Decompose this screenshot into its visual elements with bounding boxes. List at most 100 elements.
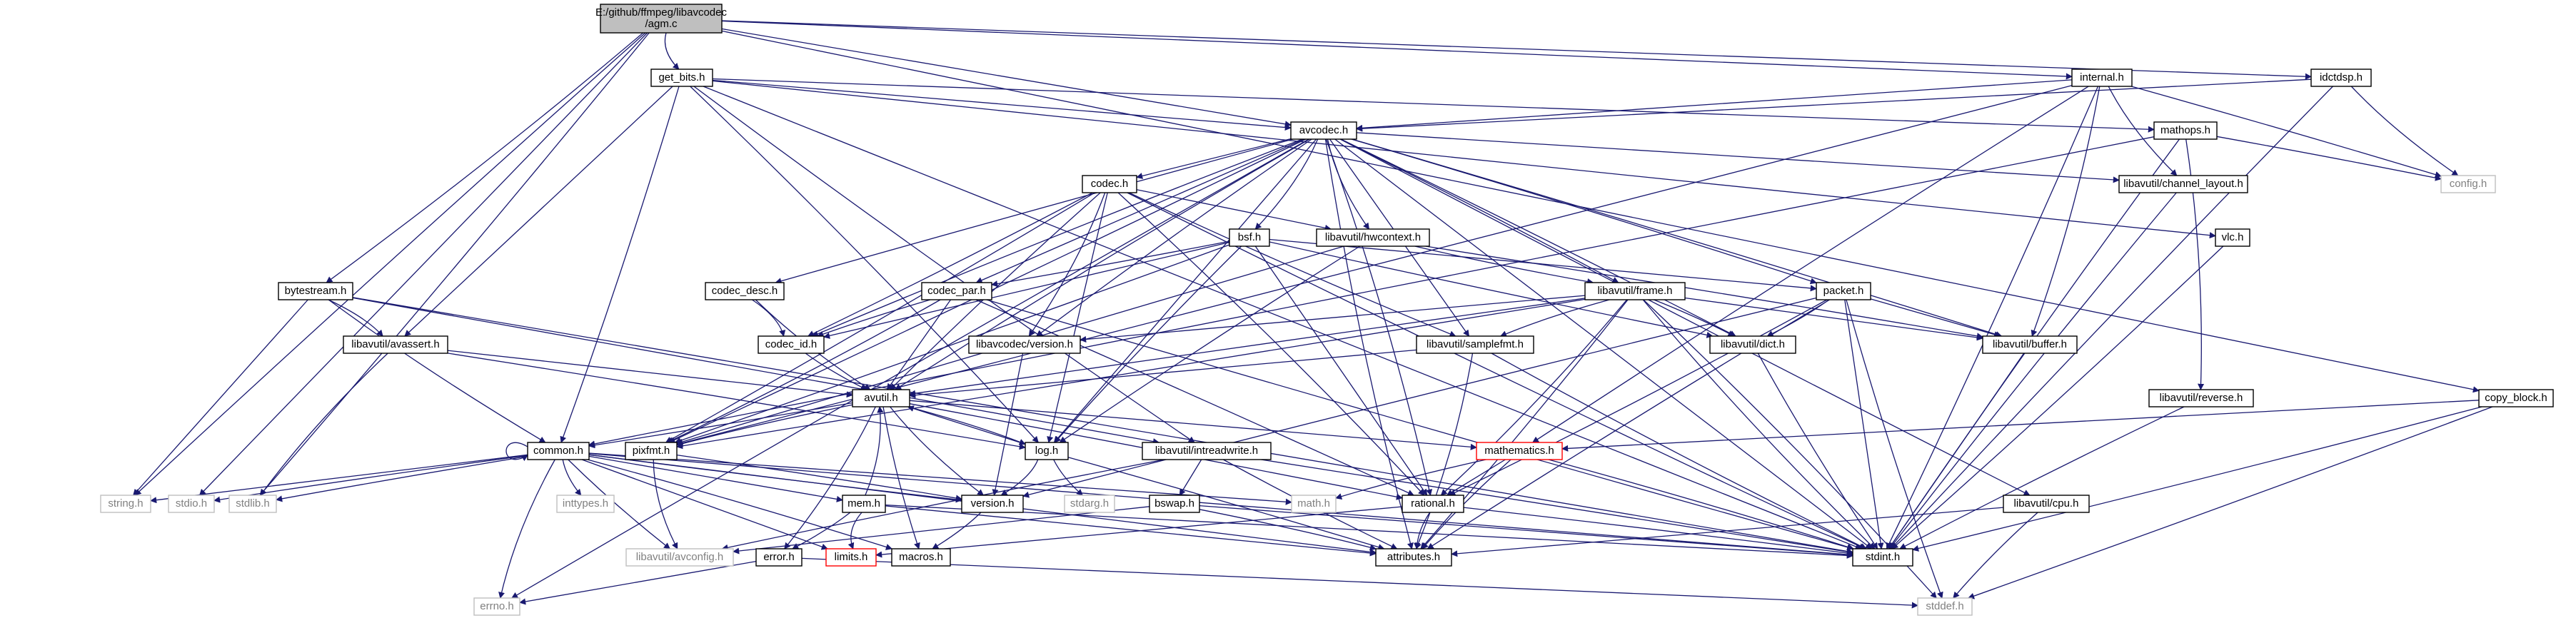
edge-frame_h-to-pixfmt_h [676,298,1586,450]
node-pixfmt-h[interactable]: pixfmt.h [625,442,678,460]
edge-avutil_h-to-log_h [907,406,1026,445]
node-label: mathops.h [2160,124,2210,136]
edge-vlc_h-to-stdint_h [1891,245,2224,549]
node-channel-layout-h[interactable]: libavutil/channel_layout.h [2118,175,2248,193]
node-box [556,495,615,513]
edge-avutil_h-to-pixfmt_h [676,404,853,447]
edge-error_h-to-errno_h [519,560,757,605]
node-vlc-h[interactable]: vlc.h [2215,228,2250,247]
node-box [825,548,877,567]
edge-copy_block_h-to-stddef_h [1968,406,2493,599]
node-common-h[interactable]: common.h [527,442,590,460]
node-codec-desc-h[interactable]: codec_desc.h [705,282,785,300]
node-agm-c[interactable]: E:/github/ffmpeg/libavcodec/agm.c [595,4,728,34]
edge-avcodec_h-to-lavc_version_h [1036,138,1312,337]
edge-idctdsp_h-to-config_h [2350,86,2459,176]
node-mathematics-h[interactable]: mathematics.h [1476,442,1563,460]
node-bswap-h[interactable]: bswap.h [1149,495,1200,513]
node-version-h[interactable]: version.h [961,495,1024,513]
node-avcodec-h[interactable]: avcodec.h [1290,121,1357,140]
node-label: avcodec.h [1299,124,1348,136]
node-label: rational.h [1411,497,1455,510]
edge-agm_c-to-stdlib_h [259,32,650,496]
node-mem-h[interactable]: mem.h [842,495,886,513]
node-error-h[interactable]: error.h [755,548,803,567]
node-codec-id-h[interactable]: codec_id.h [758,335,825,354]
node-attributes-h[interactable]: attributes.h [1375,548,1452,567]
node-hwcontext-h[interactable]: libavutil/hwcontext.h [1316,228,1430,247]
node-label: macros.h [899,551,943,563]
node-macros-h[interactable]: macros.h [891,548,951,567]
node-buffer-h[interactable]: libavutil/buffer.h [1982,335,2078,354]
edge-avassert_h-to-avutil_h [447,350,853,398]
edge-avcodec_h-to-frame_h [1340,138,1619,283]
edge-pixfmt_h-to-version_h [676,454,962,502]
edge-avcodec_h-to-codec_desc_h [775,138,1293,285]
node-samplefmt-h[interactable]: libavutil/samplefmt.h [1416,335,1534,354]
edge-avutil_h-to-version_h [890,406,985,496]
node-internal-h[interactable]: internal.h [2071,69,2133,87]
node-reverse-h[interactable]: libavutil/reverse.h [2148,389,2254,407]
node-mathops-h[interactable]: mathops.h [2153,121,2218,140]
node-box [650,69,713,87]
node-frame-h[interactable]: libavutil/frame.h [1584,282,1686,300]
node-label: libavutil/intreadwrite.h [1155,445,1258,457]
edge-common_h-to-common_h [505,442,528,462]
node-inttypes-h: inttypes.h [556,495,615,513]
node-idctdsp-h[interactable]: idctdsp.h [2310,69,2372,87]
edge-bytestream_h-to-string_h [133,299,308,496]
edge-common_h-to-stdlib_h [276,455,528,502]
node-limits-h[interactable]: limits.h [825,548,877,567]
node-box [1316,228,1430,247]
node-box [2310,69,2372,87]
edge-avcodec_h-to-buffer_h [1352,138,2003,338]
edge-avcodec_h-to-errno_h [511,138,1309,599]
node-bsf-h[interactable]: bsf.h [1229,228,1270,247]
edge-avassert_h-to-log_h [447,353,1026,450]
edge-frame_h-to-buffer_h [1684,297,1983,341]
node-dict-h[interactable]: libavutil/dict.h [1709,335,1796,354]
edge-mem_h-to-limits_h [847,512,862,549]
edge-agm_c-to-internal_h [721,20,2073,80]
node-box [2148,389,2254,407]
node-label: bytestream.h [285,285,347,297]
node-box [2071,69,2133,87]
node-avassert-h[interactable]: libavutil/avassert.h [343,335,448,354]
edge-bsf_h-to-codec_id_h [823,241,1230,339]
node-box [2153,121,2218,140]
edge-packet_h-to-rational_h [1449,299,1828,496]
node-label: version.h [971,497,1015,510]
edge-codec_h-to-avutil_h [890,192,1101,390]
edge-intreadwrite_h-to-stdint_h [1261,459,1853,555]
node-copy-block-h[interactable]: copy_block.h [2478,389,2554,407]
node-box [1816,282,1871,300]
node-config-h: config.h [2440,175,2496,193]
node-label: stdio.h [176,497,207,510]
edge-internal_h-to-channel_layout_h [2108,86,2178,176]
node-avutil-h[interactable]: avutil.h [852,389,910,407]
node-codec-h[interactable]: codec.h [1082,175,1137,193]
node-label: copy_block.h [2485,392,2547,404]
node-stdint-h[interactable]: stdint.h [1852,548,1913,567]
edge-bswap_h-to-avconfig_h [733,506,1150,554]
node-box [473,597,520,616]
node-get-bits-h[interactable]: get_bits.h [650,69,713,87]
node-cpu-h[interactable]: libavutil/cpu.h [2003,495,2090,513]
node-codec-par-h[interactable]: codec_par.h [921,282,992,300]
edge-codec_h-to-samplefmt_h [1129,192,1456,338]
edge-codec_h-to-codec_id_h [807,192,1093,337]
node-box [100,495,151,513]
node-log-h[interactable]: log.h [1025,442,1069,460]
node-lavc-version-h[interactable]: libavcodec/version.h [968,335,1081,354]
node-box [755,548,803,567]
node-rational-h[interactable]: rational.h [1402,495,1464,513]
edge-idctdsp_h-to-avcodec_h [1356,78,2312,132]
edge-mem_h-to-attributes_h [885,505,1377,557]
node-intreadwrite-h[interactable]: libavutil/intreadwrite.h [1142,442,1272,460]
edge-rational_h-to-attributes_h [1414,512,1431,549]
node-packet-h[interactable]: packet.h [1816,282,1871,300]
node-bytestream-h[interactable]: bytestream.h [278,282,353,300]
edge-reverse_h-to-stdint_h [1899,406,2185,549]
node-label: /agm.c [645,18,678,30]
node-box [625,548,734,567]
